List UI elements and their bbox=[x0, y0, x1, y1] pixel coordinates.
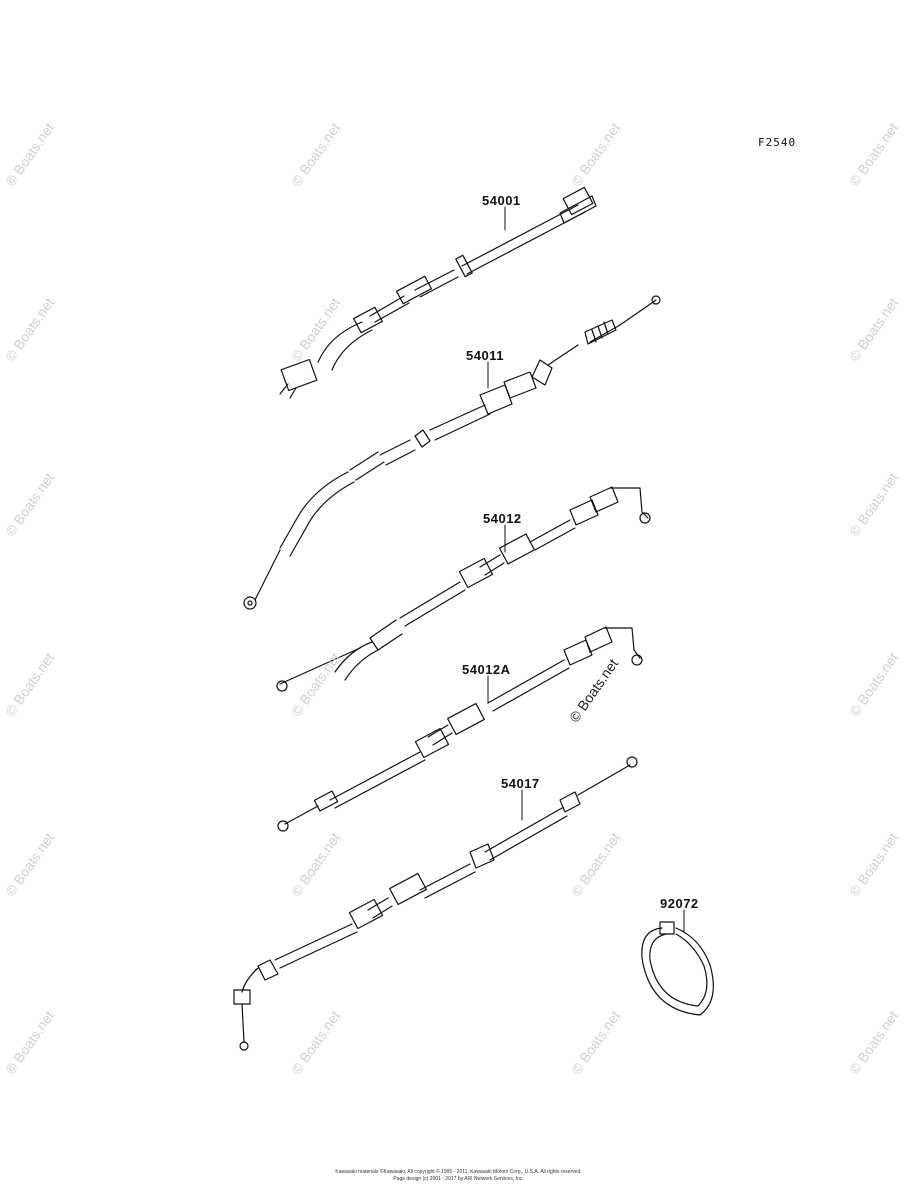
part-label-54001: 54001 bbox=[482, 193, 521, 208]
part-label-54012a: 54012A bbox=[462, 662, 511, 677]
part-label-92072: 92072 bbox=[660, 896, 699, 911]
cable-54012 bbox=[276, 486, 651, 692]
part-label-54012: 54012 bbox=[483, 511, 522, 526]
cable-54011 bbox=[243, 295, 661, 610]
cable-54012a bbox=[277, 626, 643, 832]
figure-code: F2540 bbox=[758, 136, 797, 149]
cable-54017 bbox=[233, 756, 638, 1051]
footer-copyright: Kawasaki materials ©Kawasaki, All copyri… bbox=[335, 1169, 582, 1175]
leader-lines bbox=[487, 206, 685, 933]
cable-54001 bbox=[279, 186, 597, 399]
footer-page-design: Page design (c) 2001 - 2017 by ARI Netwo… bbox=[393, 1176, 524, 1182]
part-label-54017: 54017 bbox=[501, 776, 540, 791]
part-label-54011: 54011 bbox=[466, 348, 504, 363]
band-92072 bbox=[641, 921, 714, 1016]
